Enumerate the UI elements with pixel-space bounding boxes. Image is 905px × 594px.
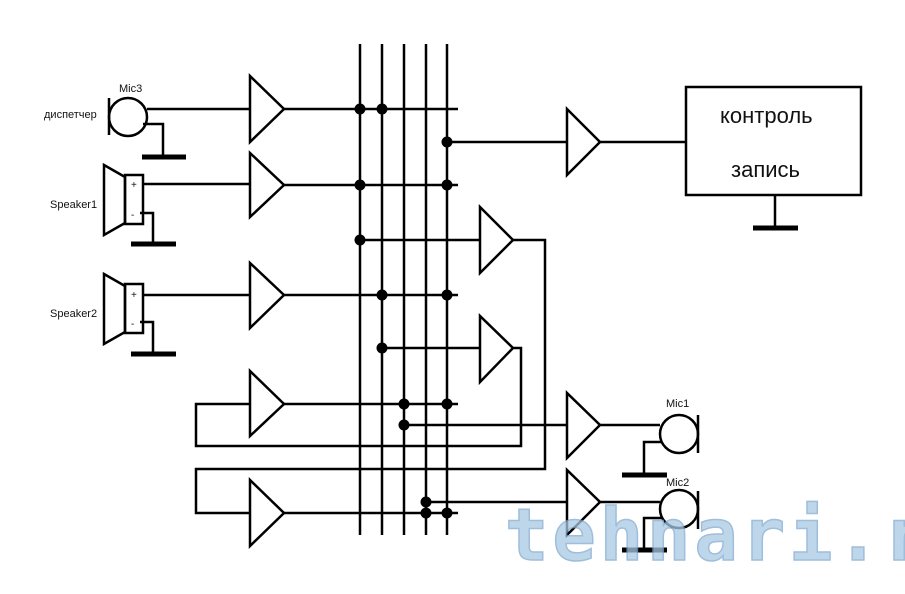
amplifier-icon xyxy=(248,150,286,220)
junction-dot xyxy=(376,103,388,115)
junction-dot xyxy=(398,398,410,410)
input-amplifiers xyxy=(248,73,458,549)
speaker2-cone-icon xyxy=(102,271,127,347)
loop-wire xyxy=(194,346,523,448)
junction-dot xyxy=(441,179,453,191)
wire xyxy=(642,440,662,475)
amplifier-icon xyxy=(248,477,286,549)
watermark: tehnari.ru xyxy=(505,493,905,577)
junction-dot xyxy=(354,179,366,191)
junction-dot xyxy=(441,289,453,301)
control-record-box xyxy=(684,85,863,197)
mic1-label: Mic1 xyxy=(666,398,689,410)
loop-wire xyxy=(194,238,547,515)
mid-amplifiers xyxy=(360,203,515,386)
amplifier-icon xyxy=(248,73,286,145)
junction-dot xyxy=(354,103,366,115)
speaker1-label: Speaker1 xyxy=(50,199,97,211)
speaker2-label: Speaker2 xyxy=(50,308,97,320)
amplifier-icon xyxy=(565,105,602,179)
control-label: контроль xyxy=(720,103,813,128)
amplifier-icon xyxy=(248,368,286,439)
control-output: контроль запись xyxy=(447,85,863,231)
junctions xyxy=(354,103,453,519)
junction-dot xyxy=(441,398,453,410)
mic3-icon xyxy=(107,96,149,138)
amplifier-icon xyxy=(565,390,602,462)
wire xyxy=(642,516,662,550)
mic3-dispatcher: Mic3 диспетчер xyxy=(44,83,250,160)
junction-dot xyxy=(420,507,432,519)
speaker2-body-icon xyxy=(123,282,145,335)
junction-dot xyxy=(354,234,366,246)
junction-dot xyxy=(398,419,410,431)
wire xyxy=(140,320,155,354)
left-loops xyxy=(194,238,547,515)
svg-text:+: + xyxy=(131,290,137,301)
speaker1-cone-icon xyxy=(102,162,127,238)
wire xyxy=(140,211,155,244)
speaker1-body-icon xyxy=(123,173,145,226)
junction-dot xyxy=(420,496,432,508)
svg-text:-: - xyxy=(131,319,134,330)
svg-text:+: + xyxy=(131,180,137,191)
mic3-label: Mic3 xyxy=(119,83,142,95)
junction-dot xyxy=(441,507,453,519)
speaker1: Speaker1 + - xyxy=(50,162,250,247)
bus-lines xyxy=(358,44,449,535)
amplifier-icon xyxy=(478,313,515,386)
junction-dot xyxy=(376,289,388,301)
mic1-icon xyxy=(658,413,700,455)
svg-text:-: - xyxy=(131,210,134,221)
dispatcher-label: диспетчер xyxy=(44,109,97,121)
amplifier-icon xyxy=(565,467,602,539)
amplifier-icon xyxy=(248,260,286,331)
mic1-chain: Mic1 xyxy=(404,390,700,478)
amplifier-icon xyxy=(478,203,515,277)
speaker2: Speaker2 + - xyxy=(50,271,250,357)
wire xyxy=(143,122,165,157)
mic2-label: Mic2 xyxy=(666,477,689,489)
record-label: запись xyxy=(731,157,800,182)
junction-dot xyxy=(441,136,453,148)
junction-dot xyxy=(376,342,388,354)
mic2-chain: Mic2 xyxy=(426,467,700,553)
